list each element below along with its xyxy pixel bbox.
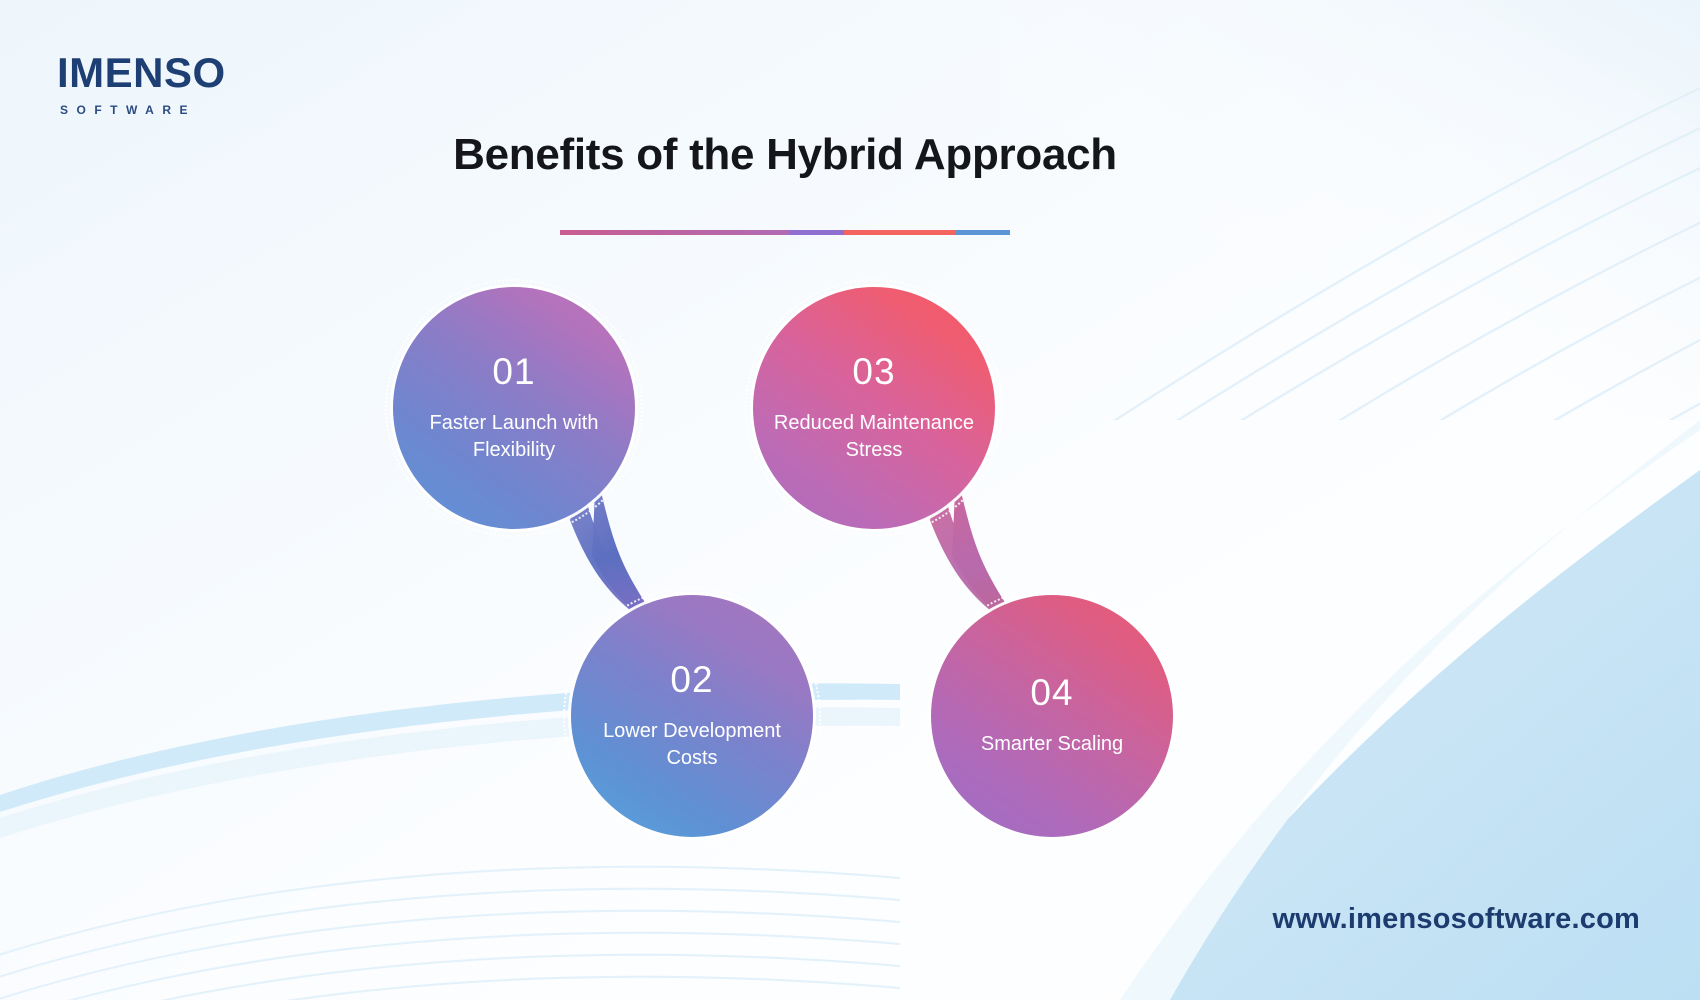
node-01-number: 01	[492, 350, 536, 392]
node-03-number: 03	[852, 350, 896, 392]
title-divider	[560, 230, 1010, 235]
node-04-label: Smarter Scaling	[980, 733, 1124, 756]
node-04-dotted-ring	[923, 587, 1181, 845]
node-02-number: 02	[670, 658, 714, 700]
divider-segment-1	[560, 230, 790, 235]
logo-wordmark: IMENSO	[57, 49, 226, 96]
benefit-node-03[interactable]: 03 Reduced Maintenance Stress	[742, 276, 1006, 540]
node-04-number: 04	[1030, 672, 1074, 714]
node-03-label: Reduced Maintenance Stress	[773, 411, 975, 461]
benefit-node-01[interactable]: 01 Faster Launch with Flexibility	[382, 276, 646, 540]
divider-segment-3	[843, 230, 956, 235]
node-02-dotted-ring	[563, 587, 821, 845]
page-title: Benefits of the Hybrid Approach	[453, 130, 1117, 179]
node-01-content: 01 Faster Launch with Flexibility	[382, 276, 646, 540]
benefit-node-02[interactable]: 02 Lower Development Costs	[560, 584, 824, 848]
node-02-label: Lower Development Costs	[603, 719, 781, 769]
website-url[interactable]: www.imensosoftware.com	[1272, 903, 1640, 935]
node-02-content: 02 Lower Development Costs	[560, 584, 824, 848]
brand-logo: IMENSO SOFTWARE	[57, 52, 287, 122]
logo-tagline: SOFTWARE	[60, 103, 196, 117]
node-04-content: 04 Smarter Scaling	[920, 584, 1184, 848]
divider-segment-4	[956, 230, 1010, 235]
node-01-label: Faster Launch with Flexibility	[429, 411, 599, 461]
benefit-node-04[interactable]: 04 Smarter Scaling	[920, 584, 1184, 848]
divider-segment-2	[789, 230, 844, 235]
node-03-dotted-ring	[745, 279, 1003, 537]
node-01-dotted-ring	[385, 279, 643, 537]
node-03-content: 03 Reduced Maintenance Stress	[742, 276, 1006, 540]
